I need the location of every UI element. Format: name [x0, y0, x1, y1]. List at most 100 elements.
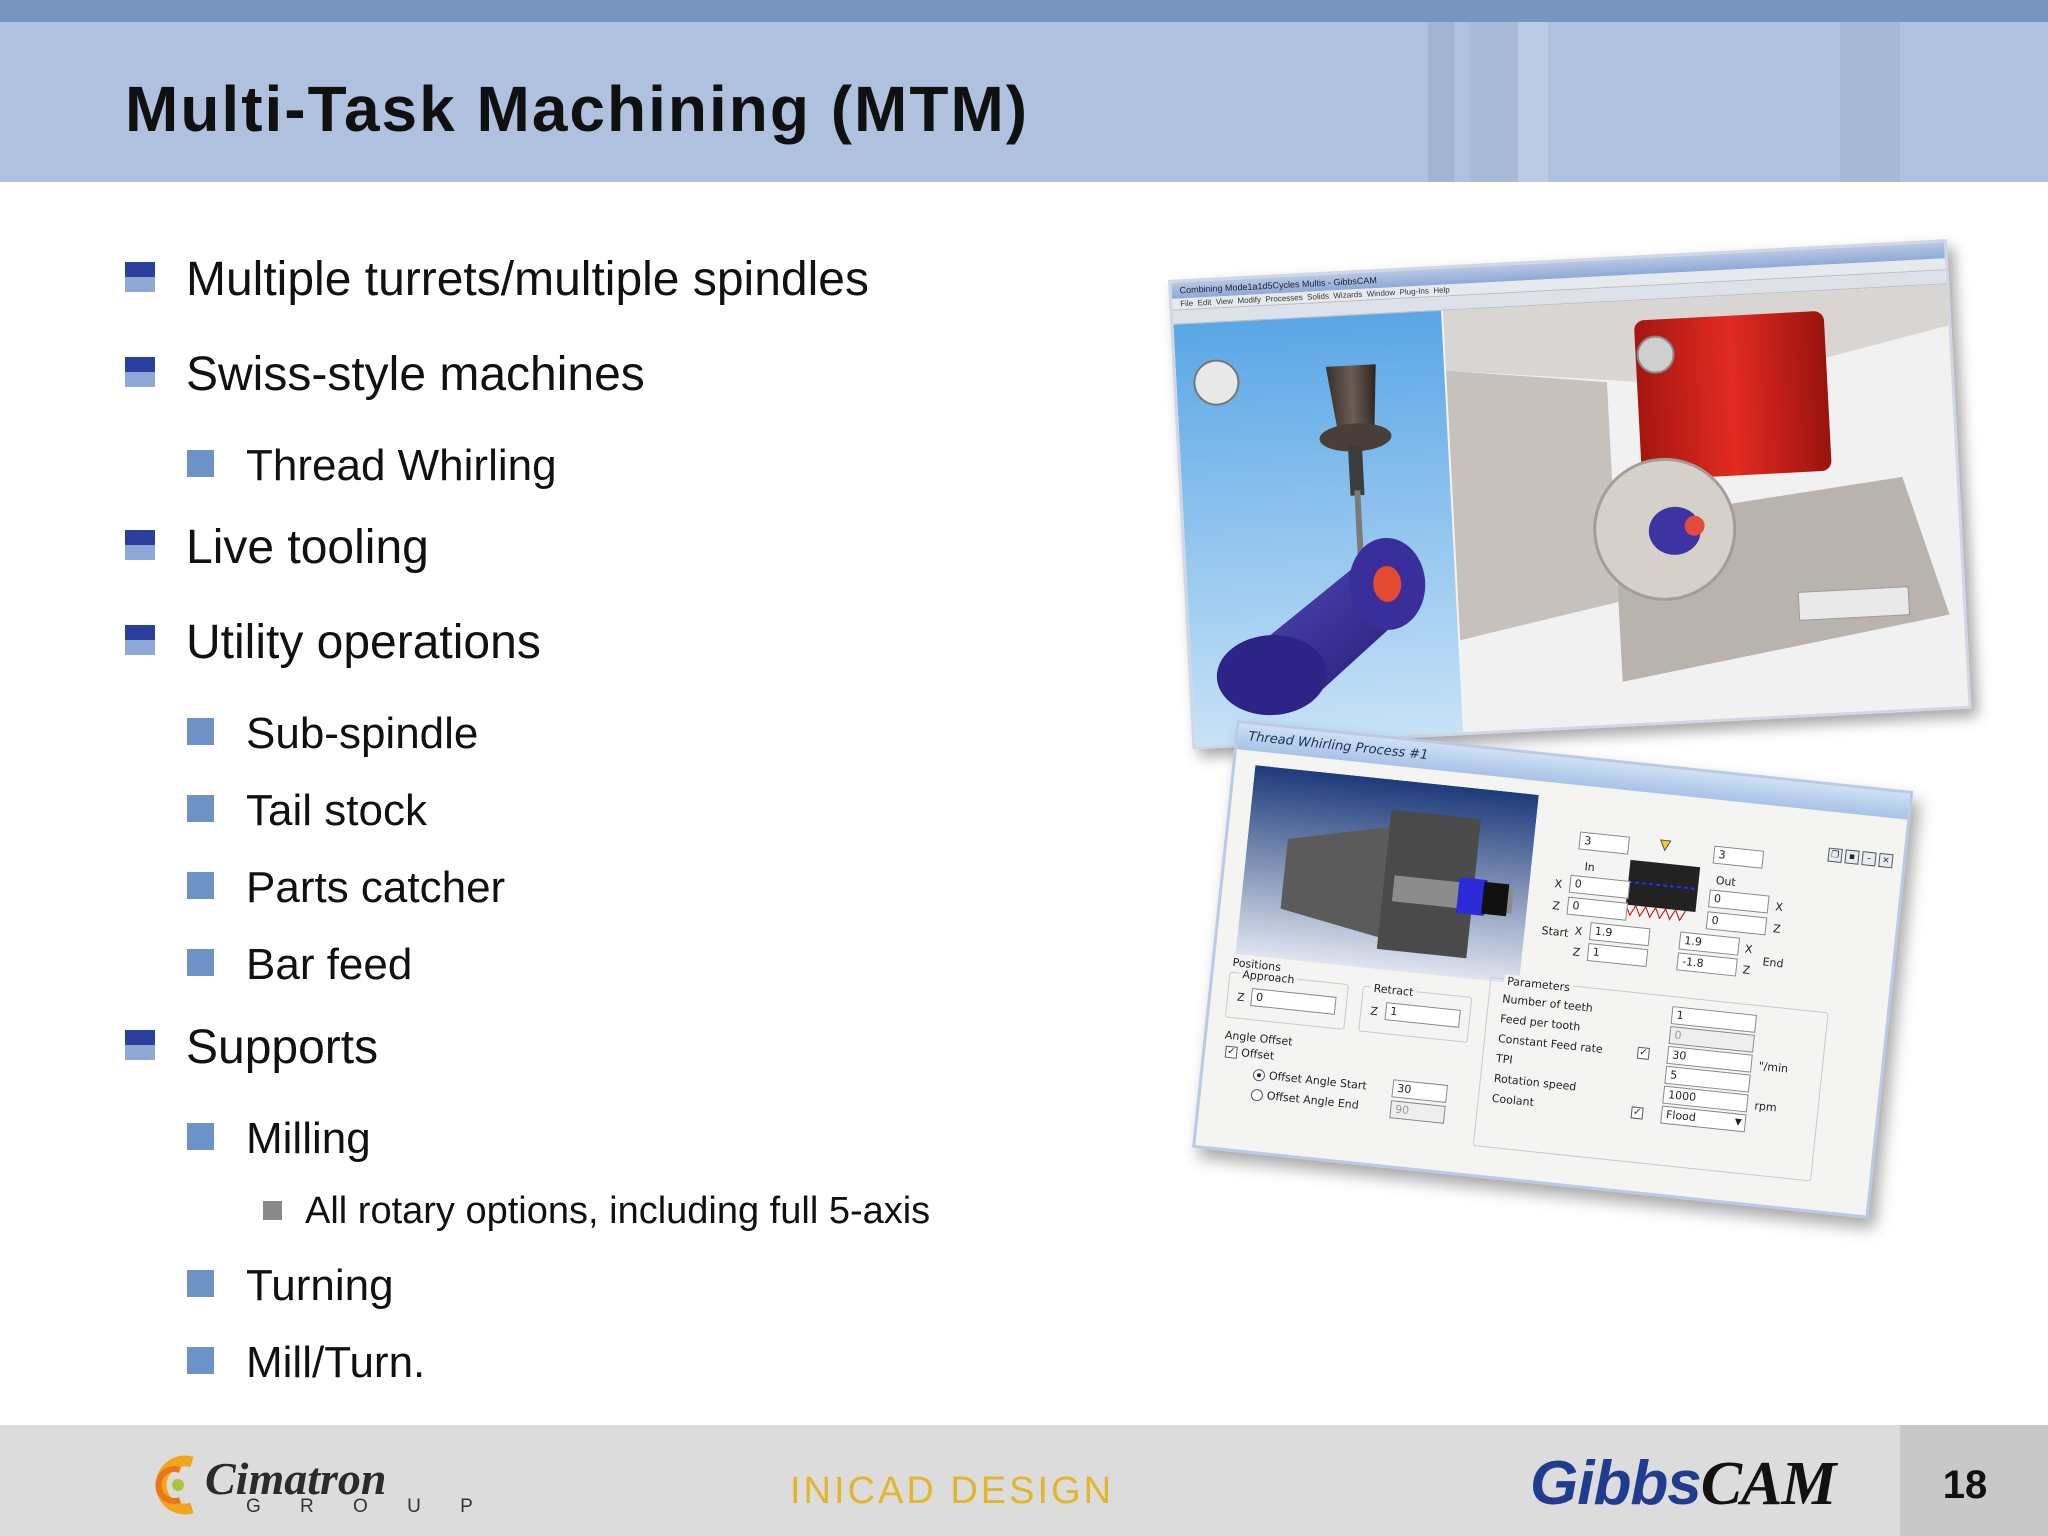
bullet-text: Live tooling — [186, 521, 429, 574]
menu-item[interactable]: Window — [1366, 288, 1396, 299]
start-z-field[interactable]: 1 — [1586, 942, 1649, 968]
out-z-label: Z — [1772, 922, 1782, 936]
spindle-head-red — [1634, 311, 1832, 480]
menu-item[interactable]: Wizards — [1333, 289, 1363, 301]
workpiece-bore — [1373, 565, 1402, 602]
offset-angle-start-radio[interactable] — [1252, 1068, 1266, 1082]
slide-footer — [0, 1425, 2048, 1536]
bullet-marker-icon — [187, 949, 214, 976]
bullet-marker-icon — [187, 1123, 214, 1150]
bullet-text: Supports — [186, 1021, 379, 1074]
length-left-field[interactable]: 3 — [1578, 831, 1630, 855]
offset-angle-end-radio[interactable] — [1250, 1088, 1264, 1102]
end-x-field[interactable]: 1.9 — [1678, 931, 1740, 956]
menu-item[interactable]: Help — [1433, 285, 1450, 296]
bullet-marker-icon — [125, 530, 155, 560]
dialog-window-buttons: ❐ ▪ – × — [1827, 847, 1894, 869]
bullet-text: Tail stock — [246, 786, 427, 835]
bullet-text: Turning — [246, 1261, 394, 1310]
angle-offset-label: Angle Offset — [1224, 1028, 1294, 1049]
out-x-label: X — [1774, 900, 1784, 915]
bullet-text: Utility operations — [186, 616, 541, 669]
bullet-item: Multiple turrets/multiple spindles — [125, 252, 869, 307]
bullet-marker-icon — [187, 872, 214, 899]
close-icon[interactable]: × — [1878, 852, 1894, 869]
minimize-icon[interactable]: – — [1861, 851, 1877, 867]
coolant-checkbox[interactable]: ✓ — [1630, 1106, 1644, 1120]
constant-feed-rate-checkbox[interactable]: ✓ — [1636, 1046, 1650, 1060]
menu-item[interactable]: Edit — [1197, 297, 1212, 308]
bullet-text: Sub-spindle — [246, 709, 479, 758]
length-right-field[interactable]: 3 — [1712, 845, 1765, 869]
bullet-subitem: Tail stock — [187, 786, 427, 836]
approach-z-label: Z — [1236, 990, 1246, 1005]
bullet-marker-icon — [263, 1201, 282, 1220]
header-decor-stripe — [1428, 22, 1454, 182]
bullet-text: Swiss-style machines — [186, 348, 645, 401]
offset-angle-start-label: Offset Angle Start — [1268, 1069, 1368, 1093]
bullet-marker-icon — [187, 1347, 214, 1374]
page-number-box — [1900, 1425, 2048, 1536]
bullet-marker-icon — [125, 625, 155, 655]
bullet-subitem: Mill/Turn. — [187, 1338, 425, 1388]
preview-chuck — [1280, 825, 1400, 940]
header-decor-stripe — [1840, 22, 1900, 182]
menu-item[interactable]: File — [1180, 298, 1194, 309]
floating-toolbar — [1797, 586, 1911, 621]
start-z-label: Z — [1571, 945, 1581, 960]
bullet-marker-icon — [125, 1030, 155, 1060]
restore-icon[interactable]: ❐ — [1827, 847, 1843, 863]
out-label: Out — [1715, 873, 1737, 889]
menu-item[interactable]: Plug-Ins — [1399, 286, 1430, 297]
in-z-label: Z — [1551, 899, 1561, 913]
preview-thread-blue — [1456, 877, 1488, 916]
menu-item[interactable]: View — [1215, 296, 1234, 307]
cimatron-logo-text: Cimatron — [205, 1453, 387, 1504]
slide-title: Multi-Task Machining (MTM) — [125, 73, 1030, 145]
offset-angle-start-field[interactable]: 30 — [1391, 1079, 1448, 1103]
end-x-label: X — [1744, 942, 1754, 957]
bullet-text: Thread Whirling — [246, 441, 557, 490]
offset-angle-end-field[interactable]: 90 — [1389, 1100, 1446, 1124]
workpiece-base-flange — [1216, 635, 1327, 716]
offset-checkbox[interactable]: ✓ — [1224, 1045, 1238, 1059]
end-label: End — [1761, 955, 1785, 971]
bullet-subitem: Parts catcher — [187, 863, 506, 913]
menu-item[interactable]: Solids — [1306, 291, 1330, 302]
spindle-bolt — [1636, 335, 1675, 374]
thread-whirling-dialog: Thread Whirling Process #1 ❐ ▪ – × 3 3 I… — [1192, 720, 1914, 1219]
bullet-list: Multiple turrets/multiple spindles Swiss… — [0, 0, 1100, 1420]
slide-header: Multi-Task Machining (MTM) — [0, 22, 2048, 182]
menu-item[interactable]: Modify — [1237, 295, 1262, 306]
in-x-label: X — [1553, 877, 1563, 891]
out-z-field[interactable]: 0 — [1705, 911, 1768, 936]
bullet-subsubitem: All rotary options, including full 5-axi… — [263, 1190, 930, 1233]
header-decor-stripe — [1518, 22, 1548, 182]
in-x-field[interactable]: 0 — [1568, 874, 1631, 899]
thread-preview-image — [1235, 765, 1539, 984]
tool-holder-collar — [1319, 423, 1392, 452]
bullet-item: Swiss-style machines — [125, 347, 645, 402]
end-z-label: Z — [1741, 963, 1751, 977]
gibbscam-logo: GibbsCAM — [1530, 1448, 1837, 1520]
header-decor-stripe — [1470, 22, 1518, 182]
diagram-tool-marker-icon — [1660, 839, 1672, 852]
in-label: In — [1583, 860, 1596, 875]
bullet-subitem: Milling — [187, 1114, 371, 1164]
cimatron-logo-icon — [155, 1455, 194, 1515]
tool-shank — [1347, 445, 1365, 496]
bullet-text: Parts catcher — [246, 863, 506, 912]
chevron-down-icon: ▼ — [1734, 1117, 1743, 1128]
bullet-marker-icon — [125, 262, 155, 292]
end-z-field[interactable]: -1.8 — [1676, 952, 1738, 977]
bullet-marker-icon — [187, 795, 214, 822]
tool-holder — [1325, 364, 1376, 442]
bullet-subitem: Thread Whirling — [187, 441, 557, 491]
out-x-field[interactable]: 0 — [1708, 889, 1770, 914]
save-icon[interactable]: ▪ — [1844, 849, 1860, 865]
bullet-item: Supports — [125, 1020, 379, 1075]
bullet-marker-icon — [125, 357, 155, 387]
menu-item[interactable]: Processes — [1265, 292, 1303, 304]
start-x-label: X — [1574, 924, 1583, 939]
in-z-field[interactable]: 0 — [1566, 896, 1629, 921]
